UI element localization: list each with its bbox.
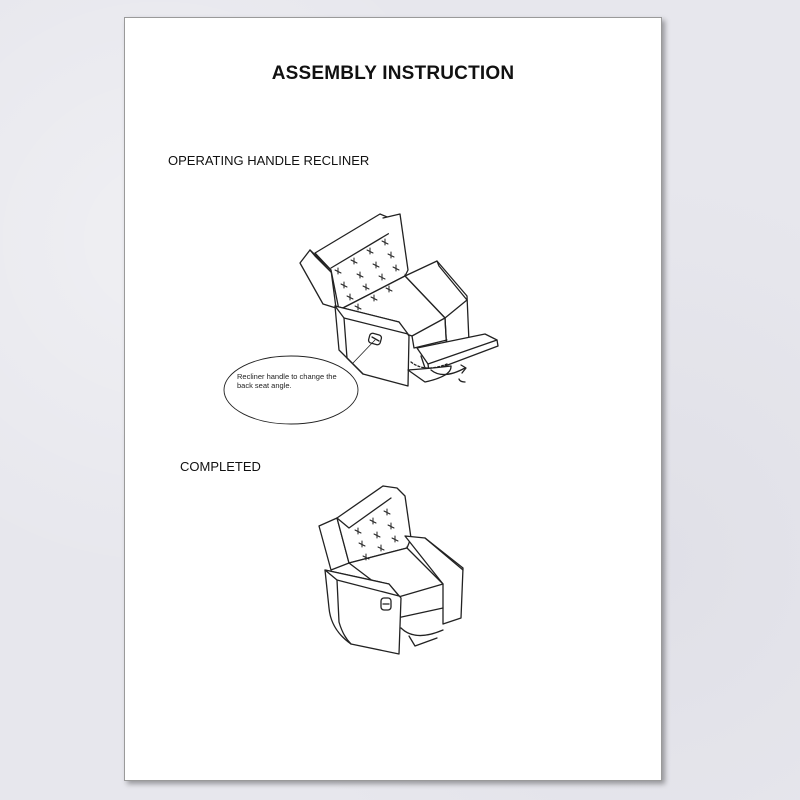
completed-chair-illustration [318,485,464,655]
recliner-handle-callout: Recliner handle to change the back seat … [237,372,337,390]
instruction-page: ASSEMBLY INSTRUCTION OPERATING HANDLE RE… [124,17,662,781]
section-heading-operating-handle: OPERATING HANDLE RECLINER [168,153,370,168]
section-heading-completed: COMPLETED [180,459,261,474]
reclined-chair-illustration [223,213,499,425]
page-title: ASSEMBLY INSTRUCTION [271,63,515,84]
